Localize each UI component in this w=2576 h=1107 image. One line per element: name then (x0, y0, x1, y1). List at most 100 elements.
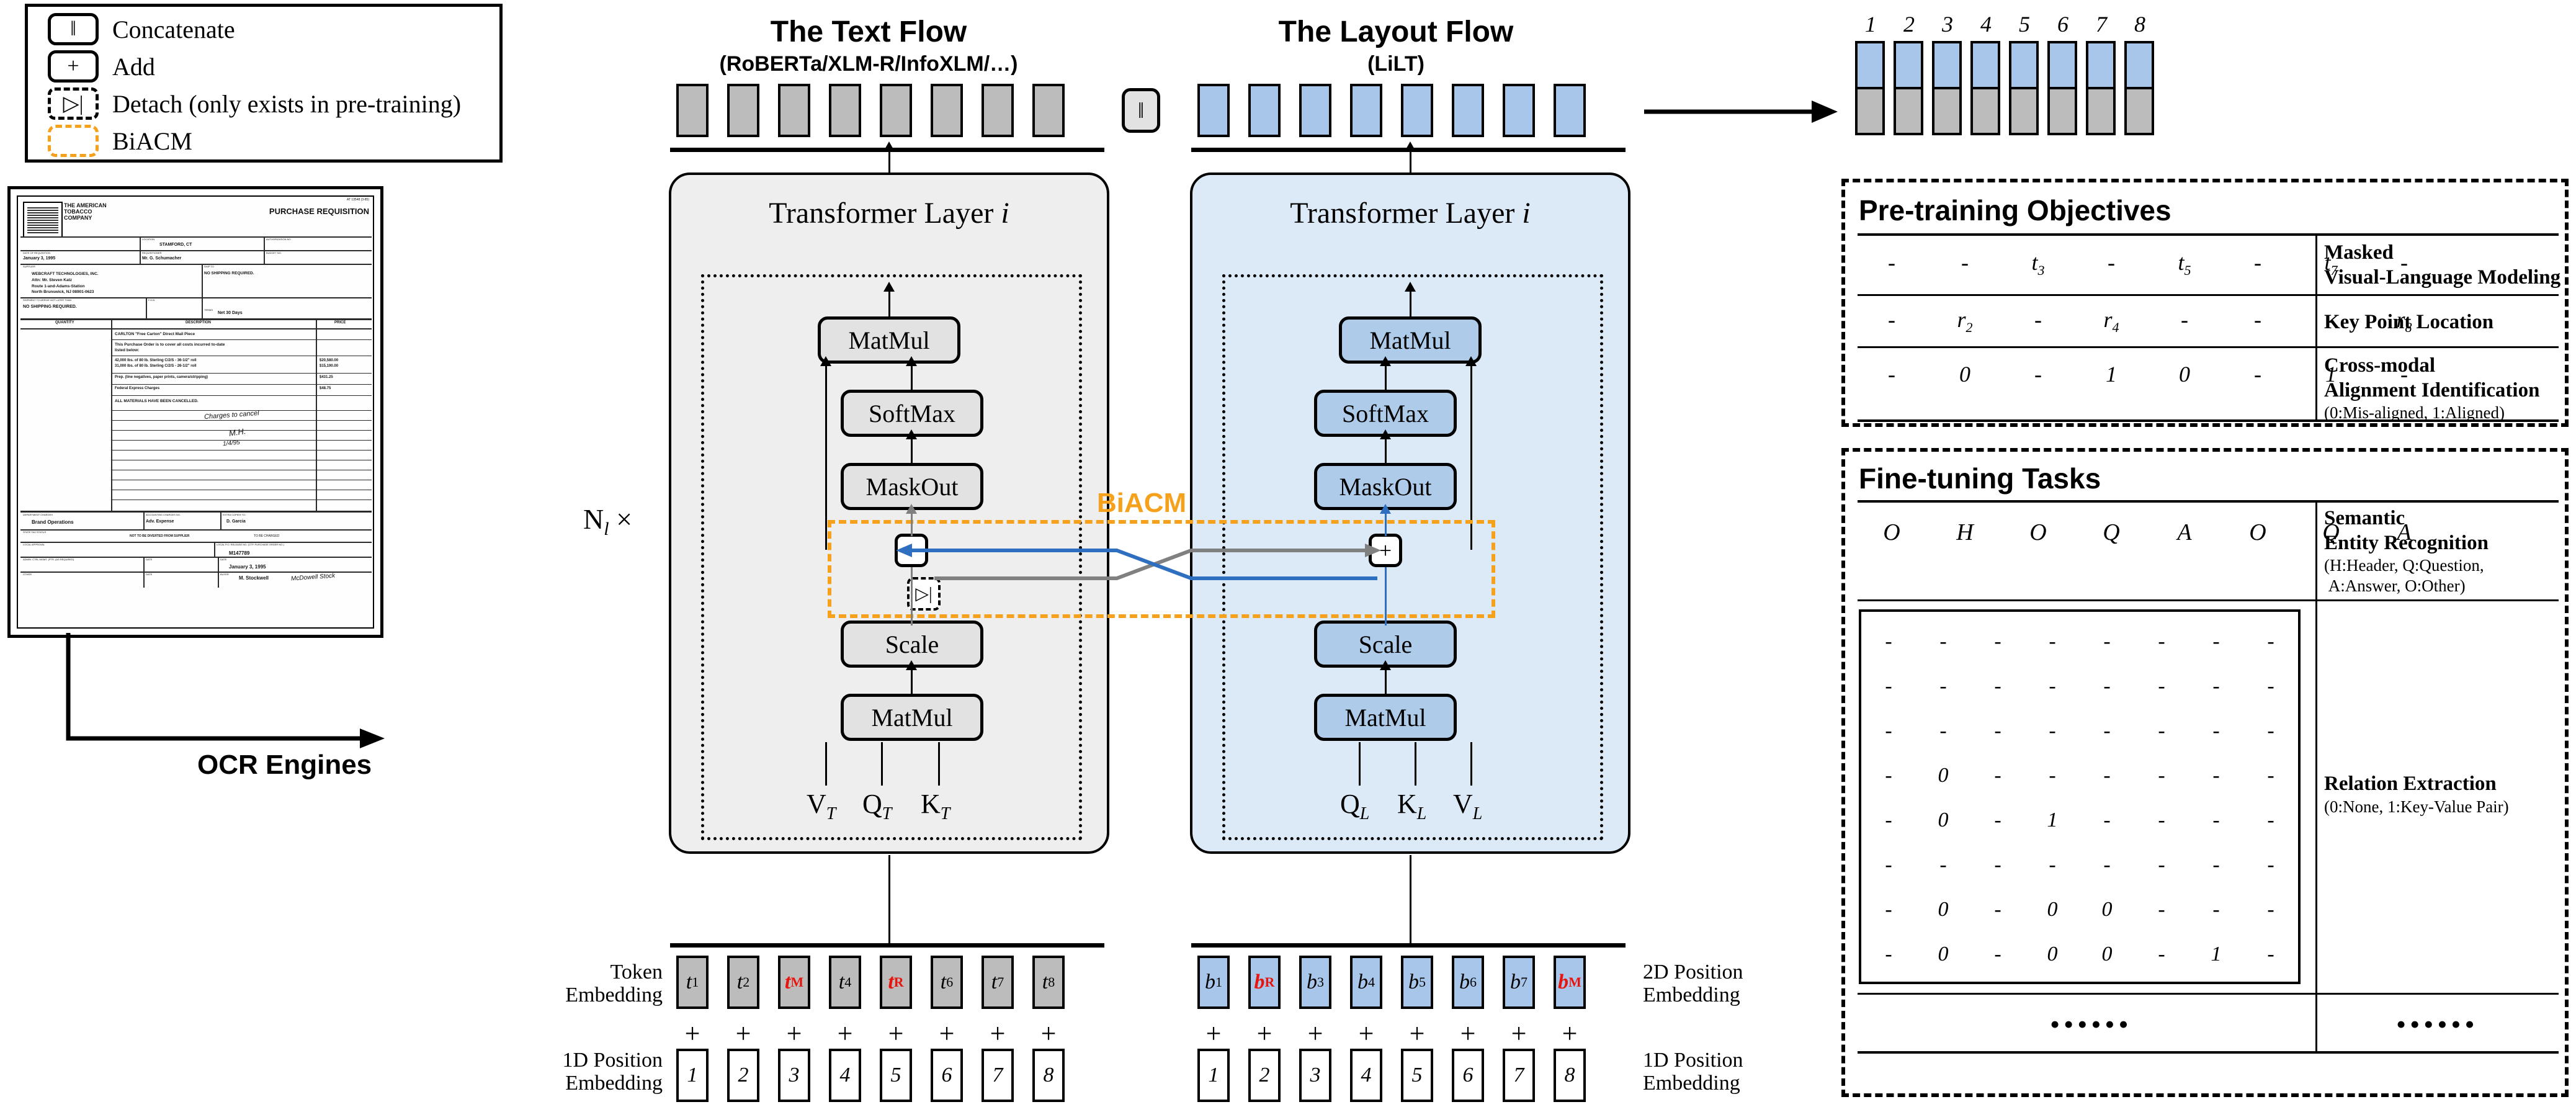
ocr-engines-label: OCR Engines (197, 750, 372, 780)
legend-item-add: + Add (48, 49, 155, 84)
re-matrix-cell: - (1885, 898, 1892, 921)
re-matrix-cell: - (1885, 764, 1892, 787)
legend-box: ‖ Concatenate + Add ▷| Detach (only exis… (25, 4, 503, 163)
relation-extraction-matrix: -------------------------0-------0-1----… (1859, 609, 2301, 984)
layout-input-v: VL (1453, 789, 1483, 823)
output-cell (1401, 84, 1433, 137)
pretraining-cell: - (2034, 307, 2042, 332)
re-matrix-cell: - (2103, 809, 2111, 831)
pretraining-cell: 1 (2325, 362, 2337, 387)
re-matrix-cell: - (2103, 675, 2111, 697)
text-flow-output-cells (676, 84, 1065, 137)
ser-label-cell: H (1956, 519, 1974, 545)
document-supplier: WEBCRAFT TECHNOLOGIES, INC.Attn: Mr. Ste… (32, 272, 99, 295)
plus-sign: + (1307, 1018, 1323, 1049)
legend-label-add: Add (112, 52, 155, 81)
text-op-maskout: MaskOut (841, 463, 983, 510)
re-matrix-cell: - (1994, 898, 2001, 921)
text-op-matmul-top: MatMul (818, 316, 960, 364)
legend-label-concatenate: Concatenate (112, 15, 235, 43)
plus-sign: + (684, 1018, 700, 1049)
finetuning-title: Fine-tuning Tasks (1859, 462, 2101, 495)
document-handwriting: Charges to cancel (203, 409, 259, 421)
re-matrix-cell: - (2267, 853, 2274, 876)
pretraining-cell: - (1961, 250, 1969, 275)
layout-op-matmul-top: MatMul (1339, 316, 1482, 364)
legend-label-biacm: BiACM (112, 127, 192, 155)
re-matrix-row: -0------ (1861, 753, 2298, 798)
position-cell: 4 (1350, 1049, 1382, 1102)
re-matrix-cell: - (1994, 764, 2001, 787)
plus-sign: + (939, 1018, 955, 1049)
output-stack-cell-gray (2124, 89, 2154, 135)
pretraining-cell: 1 (2106, 362, 2117, 387)
output-stack-index: 2 (1903, 12, 1915, 37)
output-stack-index: 8 (2134, 12, 2145, 37)
re-matrix-cell: 0 (2101, 898, 2113, 921)
output-stack-cell-blue (2086, 41, 2116, 89)
text-op-matmul-bottom: MatMul (841, 694, 983, 741)
plus-sign: + (1205, 1018, 1222, 1049)
output-cell (1452, 84, 1484, 137)
re-matrix-cell: - (2212, 853, 2220, 876)
pretraining-cell: - (2400, 250, 2408, 275)
layout-flow-subtitle: (LiLT) (1367, 52, 1424, 76)
plus-sign: + (990, 1018, 1006, 1049)
pretraining-cell: - (2254, 362, 2261, 387)
re-matrix-cell: - (2158, 943, 2165, 966)
plus-sign: + (1040, 1018, 1057, 1049)
legend-item-concatenate: ‖ Concatenate (48, 12, 235, 47)
re-matrix-cell: - (2212, 675, 2220, 697)
pretraining-cell: - (1888, 250, 1895, 275)
detach-icon: ▷| (48, 87, 99, 120)
output-cell (1554, 84, 1586, 137)
plus-sign: + (837, 1018, 853, 1049)
re-matrix-cell: - (1885, 853, 1892, 876)
plus-sign: + (1256, 1018, 1272, 1049)
re-matrix-cell: 0 (1938, 809, 1949, 831)
output-arrow (1644, 101, 1838, 123)
output-cell (1197, 84, 1230, 137)
layout-embedding-bar (1191, 943, 1626, 948)
re-matrix-cell: - (2158, 898, 2165, 921)
re-matrix-cell: - (2212, 764, 2220, 787)
re-matrix-cell: 1 (2211, 943, 2222, 966)
pretraining-cell: - (2181, 307, 2188, 332)
re-matrix-cell: - (2103, 764, 2111, 787)
layout-flow-output-cells (1197, 84, 1586, 137)
layout-plus-row: ++++++++ (1197, 1018, 1586, 1049)
output-stack-cell-blue (2047, 41, 2077, 89)
re-matrix-cell: 0 (1938, 943, 1949, 966)
re-matrix-cell: - (1939, 675, 1947, 697)
re-matrix-cell: - (2267, 764, 2274, 787)
re-matrix-cell: - (1939, 853, 1947, 876)
re-matrix-cell: - (2158, 675, 2165, 697)
re-matrix-row: -------- (1861, 619, 2298, 664)
position-cell: 6 (931, 1049, 963, 1102)
re-matrix-cell: 0 (1938, 764, 1949, 787)
output-stack-index: 5 (2019, 12, 2030, 37)
re-matrix-cell: - (1885, 943, 1892, 966)
re-matrix-cell: - (2267, 630, 2274, 653)
re-matrix-row: -0-1---- (1861, 798, 2298, 843)
ocr-arrow (66, 633, 385, 748)
output-stack-index: 4 (1980, 12, 1992, 37)
re-matrix-cell: 1 (2047, 809, 2058, 831)
re-matrix-cell: 0 (2047, 898, 2058, 921)
output-cell (982, 84, 1014, 137)
output-stack-cell-blue (1970, 41, 2000, 89)
re-matrix-cell: - (1994, 630, 2001, 653)
